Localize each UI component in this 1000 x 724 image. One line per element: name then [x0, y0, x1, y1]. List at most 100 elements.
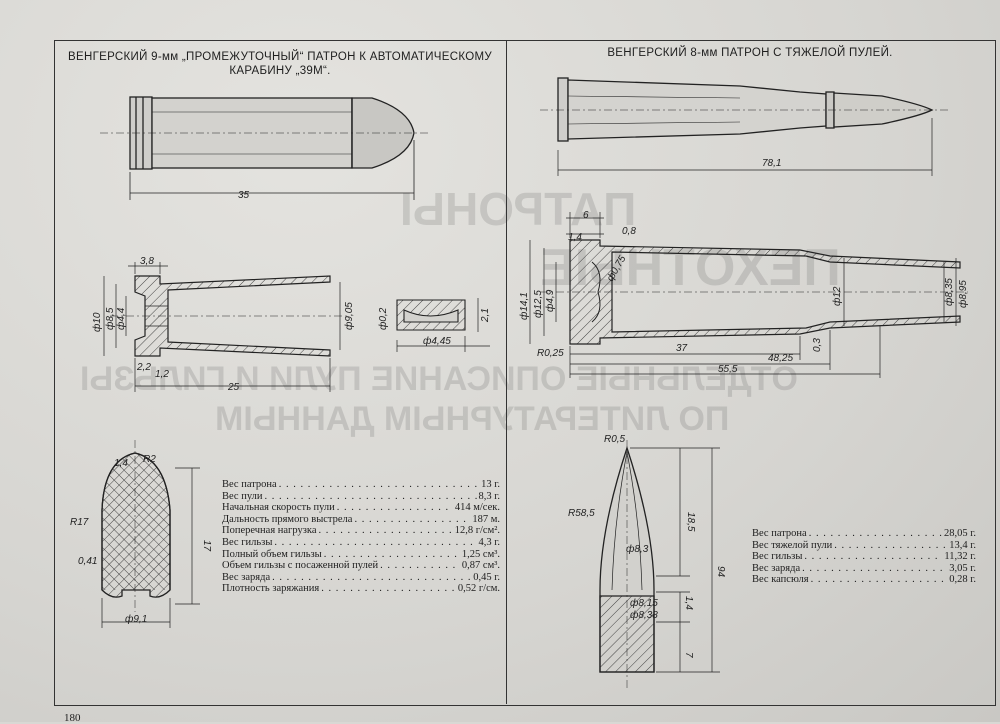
left-case-section — [110, 275, 350, 357]
spec-leader-dots — [380, 560, 460, 572]
dim-08: 0,8 — [622, 226, 636, 237]
left-title-line2: КАРАБИНУ „39М“. — [229, 65, 331, 77]
spec-row: Поперечная нагрузка 12,8 г/см². — [222, 525, 500, 537]
dim-bullet-14: 1,4 — [114, 458, 128, 469]
spec-leader-dots — [811, 574, 948, 586]
spec-value: 12,8 г/см². — [454, 525, 500, 537]
spec-value: 414 м/сек. — [454, 502, 500, 514]
dim-bullet-len: 17 — [201, 540, 212, 552]
spec-row: Начальная скорость пули414 м/сек. — [222, 502, 500, 514]
dim-d895: ф8,95 — [957, 280, 969, 308]
dim-b838: ф8,38 — [630, 609, 658, 621]
spec-row: Плотность заряжания 0,52 г/см. — [222, 583, 500, 595]
dim-r585: R58,5 — [568, 508, 595, 519]
dim-d835: ф8,35 — [943, 278, 955, 306]
dim-b14: 1,4 — [683, 596, 694, 610]
spec-label: Плотность заряжания — [222, 583, 320, 595]
spec-row: Вес заряда3,05 г. — [752, 563, 976, 575]
left-title: ВЕНГЕРСКИЙ 9-мм „ПРОМЕЖУТОЧНЫЙ“ ПАТРОН К… — [60, 50, 500, 78]
dim-r025: R0,25 — [537, 348, 564, 359]
dim-primer-d: ф4,45 — [423, 335, 451, 347]
right-case-section — [540, 239, 968, 345]
left-bullet-section — [101, 440, 200, 628]
left-cartridge-view — [100, 96, 430, 170]
center-divider — [506, 40, 507, 704]
dim-overall-781: 78,1 — [762, 158, 781, 169]
dim-d149: ф4,9 — [544, 289, 556, 312]
spec-row: Вес гильзы 11,32 г. — [752, 551, 976, 563]
spec-label: Вес заряда — [222, 571, 271, 583]
spec-leader-dots — [802, 563, 947, 575]
dim-14: 1,4 — [568, 232, 582, 243]
spec-row: Вес гильзы 4,3 г. — [222, 537, 500, 549]
dim-d10: ф10 — [91, 312, 103, 332]
dim-d12: ф12 — [831, 286, 843, 306]
dim-bullet-r2: R2 — [143, 454, 156, 465]
spec-value: 11,32 г. — [944, 551, 976, 563]
spec-leader-dots — [272, 572, 471, 584]
dim-bullet-041: 0,41 — [78, 556, 97, 567]
spec-value: 187 м. — [472, 513, 500, 525]
dim-35: 35 — [238, 190, 250, 201]
dim-bullet-d: ф9,1 — [125, 613, 147, 625]
spec-value: 13 г. — [481, 479, 500, 490]
spec-row: Вес заряда0,45 г. — [222, 572, 500, 584]
dim-38: 3,8 — [140, 256, 154, 267]
dim-b83: ф8,3 — [626, 543, 649, 555]
spec-label: Дальность прямого выстрела — [222, 513, 353, 525]
spec-value: 13,4 г. — [949, 539, 976, 551]
spec-label: Вес патрона — [222, 479, 277, 490]
spec-value: 4,3 г. — [478, 536, 501, 548]
right-spec-table: Вес патрона 28,05 г. Вес тяжелой пули 13,4 … — [752, 528, 976, 586]
spec-row: Дальность прямого выстрела 187 м. — [222, 514, 500, 526]
spec-leader-dots — [337, 502, 453, 514]
left-title-line1: ВЕНГЕРСКИЙ 9-мм „ПРОМЕЖУТОЧНЫЙ“ ПАТРОН К… — [68, 51, 492, 63]
dim-22: 2,2 — [136, 362, 151, 373]
spec-label: Вес патрона — [752, 528, 807, 539]
dim-b185: 18,5 — [685, 512, 696, 532]
spec-value: 8,3 г. — [478, 490, 501, 502]
spec-row: Вес тяжелой пули 13,4 г. — [752, 540, 976, 552]
left-spec-table: Вес патрона 13 г.Вес пули8,3 г.Начальная … — [222, 479, 500, 595]
spec-row: Вес капсюля 0,28 г. — [752, 574, 976, 586]
spec-leader-dots — [834, 540, 947, 552]
right-title: ВЕНГЕРСКИЙ 8-мм ПАТРОН С ТЯЖЕЛОЙ ПУЛЕЙ. — [607, 47, 893, 59]
dim-b94: 94 — [715, 566, 726, 578]
spec-value: 0,52 г/см. — [457, 583, 500, 595]
dim-d905: ф9,05 — [343, 302, 355, 330]
left-primer — [396, 298, 490, 352]
left-case-dims — [103, 262, 341, 392]
dim-d125: ф12,5 — [532, 290, 544, 318]
spec-leader-dots — [279, 479, 479, 491]
page-number: 180 — [64, 712, 81, 724]
dim-12: 1,2 — [155, 369, 169, 380]
spec-value: 1,25 см³. — [461, 548, 500, 560]
dim-555: 55,5 — [718, 364, 738, 375]
page-frame — [54, 40, 996, 706]
spec-label: Вес гильзы — [752, 551, 803, 563]
dim-25: 25 — [227, 382, 240, 393]
spec-row: Вес патрона 13 г. — [222, 479, 500, 491]
right-bullet-section — [599, 440, 720, 690]
dim-4825: 48,25 — [768, 353, 793, 364]
spec-label: Объем гильзы с посаженной пулей — [222, 560, 379, 572]
spec-value: 0,28 г. — [949, 574, 976, 586]
spec-label: Вес гильзы — [222, 536, 273, 548]
spec-value: 28,05 г. — [944, 528, 976, 539]
dim-primer-h2: 2,1 — [480, 308, 491, 323]
dim-37: 37 — [676, 343, 688, 354]
spec-label: Вес капсюля — [752, 574, 809, 586]
dim-r05: R0,5 — [604, 434, 626, 445]
spec-label: Поперечная нагрузка — [222, 525, 317, 537]
spec-label: Вес тяжелой пули — [752, 539, 833, 551]
spec-row: Вес патрона 28,05 г. — [752, 528, 976, 540]
dim-03: 0,3 — [812, 338, 823, 352]
spec-row: Вес пули8,3 г. — [222, 491, 500, 503]
spec-leader-dots — [318, 525, 452, 537]
right-case-dims — [529, 212, 957, 378]
spec-value: 3,05 г. — [949, 562, 976, 574]
dim-d85: ф8,5 — [104, 307, 116, 330]
dim-b7: 7 — [683, 652, 694, 658]
dim-primer-h1: ф0,2 — [377, 307, 389, 330]
